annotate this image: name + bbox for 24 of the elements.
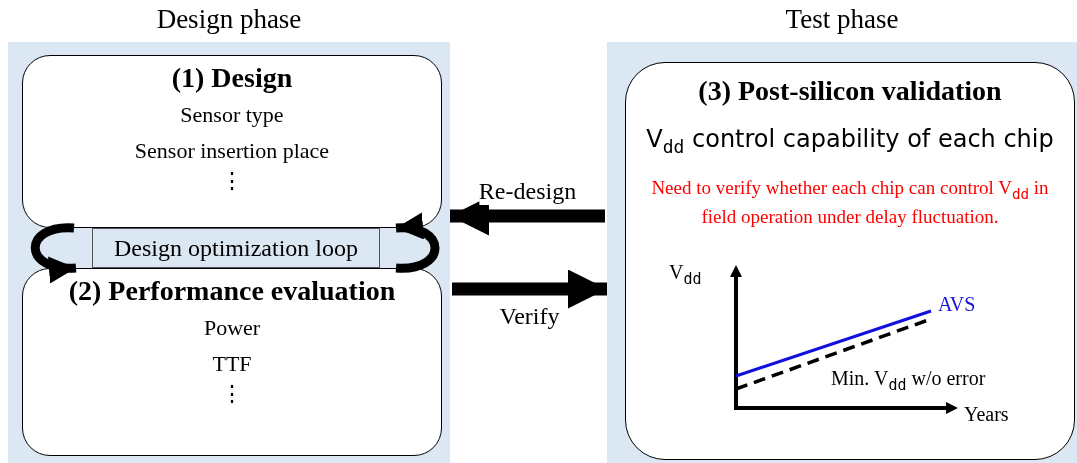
series-label: Min. V$_{dd}$ w/o error: [831, 367, 986, 394]
axis-label: V$_{dd}$: [669, 261, 702, 288]
list-item: Sensor type: [180, 102, 284, 128]
note-text: Need to verify whether each chip can control V$_{dd}$ in field operation under delay fluctuation.: [650, 175, 1050, 229]
panel-heading: Test phase: [784, 4, 900, 35]
validation-box: [625, 62, 1075, 460]
box-heading: (3) Post-silicon validation: [698, 75, 1002, 107]
box-text: V$_{dd}$ control capability of each chip: [646, 125, 1054, 157]
arrow: [452, 269, 607, 309]
list-item: Power: [203, 315, 261, 341]
loop-label-box: [92, 228, 380, 268]
loop-label: Design optimization loop: [114, 234, 358, 262]
series-label: AVS: [938, 293, 976, 316]
ellipsis-mark: ⋮: [221, 168, 243, 194]
box-heading: (2) Performance evaluation: [68, 275, 396, 307]
arrow: [30, 223, 76, 282]
list-item: Sensor insertion place: [134, 138, 330, 164]
process-box: [22, 55, 442, 228]
box-heading: (1) Design: [171, 62, 293, 94]
panel-heading: Design phase: [155, 4, 303, 35]
process-box: [22, 268, 442, 456]
ellipsis-mark: ⋮: [221, 381, 243, 407]
list-item: TTF: [212, 351, 252, 377]
axis-label: Years: [964, 403, 1009, 426]
